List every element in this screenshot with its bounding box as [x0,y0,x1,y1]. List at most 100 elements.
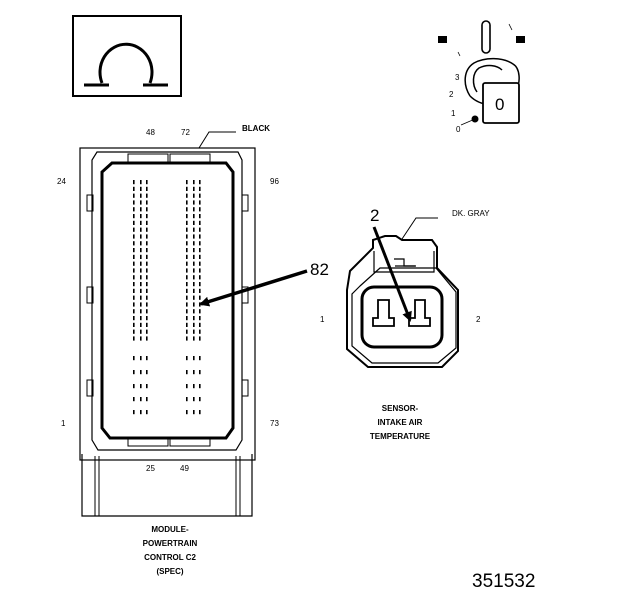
pin-cavity [146,410,148,415]
pin-cavity [133,295,135,300]
module-caption-line-4: (SPEC) [156,567,184,576]
pin-cavity [193,397,195,402]
pin-cavity [199,329,201,334]
pin-cavity [133,329,135,334]
module-caption-line-1: MODULE- [151,525,189,534]
pin-cavity [193,241,195,246]
pin-cavity [140,336,142,341]
pin-cavity [146,186,148,191]
sensor-pin-label-1: 1 [320,315,325,324]
pin-cavity [186,288,188,293]
pin-cavity [140,309,142,314]
pin-cavity [146,302,148,307]
pin-cavity [193,370,195,375]
callout-arrow-2 [372,226,412,322]
pin-cavity [133,214,135,219]
pin-cavity [146,329,148,334]
pin-cavity [186,282,188,287]
pin-cavity [140,193,142,198]
pin-cavity [186,227,188,232]
pin-cavity [193,254,195,259]
pin-cavity [146,241,148,246]
pin-cavity [193,410,195,415]
pin-cavity [146,370,148,375]
pin-cavity [146,282,148,287]
pin-cavity [193,186,195,191]
pin-cavity [133,261,135,266]
pin-cavity [199,241,201,246]
sensor-connector [346,217,459,368]
key-current-position: 0 [495,95,505,114]
module-caption-line-2: POWERTRAIN [142,539,198,548]
pin-cavity [199,234,201,239]
pin-cavity [186,370,188,375]
pin-cavity [140,322,142,327]
pin-cavity [146,275,148,280]
pin-cavity [186,329,188,334]
pin-cavity [199,302,201,307]
pin-cavity [140,207,142,212]
pin-cavity [186,186,188,191]
pin-cavity [133,180,135,185]
pin-cavity [186,384,188,389]
pin-cavity [193,384,195,389]
pin-cavity [186,302,188,307]
pin-cavity [186,268,188,273]
pin-cavity [140,261,142,266]
key-position-3: 3 [455,73,460,82]
pin-cavity [193,200,195,205]
pin-cavity [133,241,135,246]
pin-cavity [140,329,142,334]
pin-cavity [193,214,195,219]
pin-cavity [140,220,142,225]
module-pin-label-25: 25 [146,464,155,473]
sensor-callout-number: 2 [370,206,380,225]
pin-cavity [199,248,201,253]
pin-cavity [186,234,188,239]
pin-cavity [140,200,142,205]
pin-cavity [186,180,188,185]
pin-cavity [146,397,148,402]
module-pin-label-73: 73 [270,419,279,428]
pin-cavity [199,410,201,415]
pin-cavity [133,186,135,191]
pin-cavity [199,207,201,212]
pin-cavity [186,248,188,253]
pin-cavity [193,336,195,341]
pin-cavity [199,275,201,280]
pin-cavity [186,410,188,415]
pin-cavity [133,336,135,341]
sensor-caption-line-2: INTAKE AIR [377,418,423,427]
pin-cavity [199,322,201,327]
pin-cavity [199,356,201,361]
module-caption-line-3: CONTROL C2 [144,553,196,562]
pin-cavity [186,220,188,225]
pin-cavity [199,384,201,389]
pin-cavity [186,322,188,327]
pin-cavity [140,295,142,300]
pin-cavity [193,322,195,327]
pin-cavity [186,309,188,314]
pin-cavity [133,227,135,232]
pin-cavity [193,261,195,266]
pin-cavity [199,316,201,321]
pin-cavity [186,261,188,266]
pin-cavity [199,288,201,293]
pin-cavity [140,268,142,273]
module-pin-label-1: 1 [61,419,66,428]
pin-cavity [146,322,148,327]
pin-cavity [146,268,148,273]
pin-cavity [146,200,148,205]
pin-cavity [133,384,135,389]
key-position-0: 0 [456,125,461,134]
pin-cavity [186,356,188,361]
pin-cavity [140,227,142,232]
pin-cavity [133,370,135,375]
figure-number: 351532 [472,571,536,592]
pin-cavity [133,220,135,225]
pin-cavity [146,193,148,198]
pin-cavity [140,180,142,185]
pin-cavity [199,193,201,198]
pin-cavity [186,241,188,246]
pin-cavity [140,241,142,246]
